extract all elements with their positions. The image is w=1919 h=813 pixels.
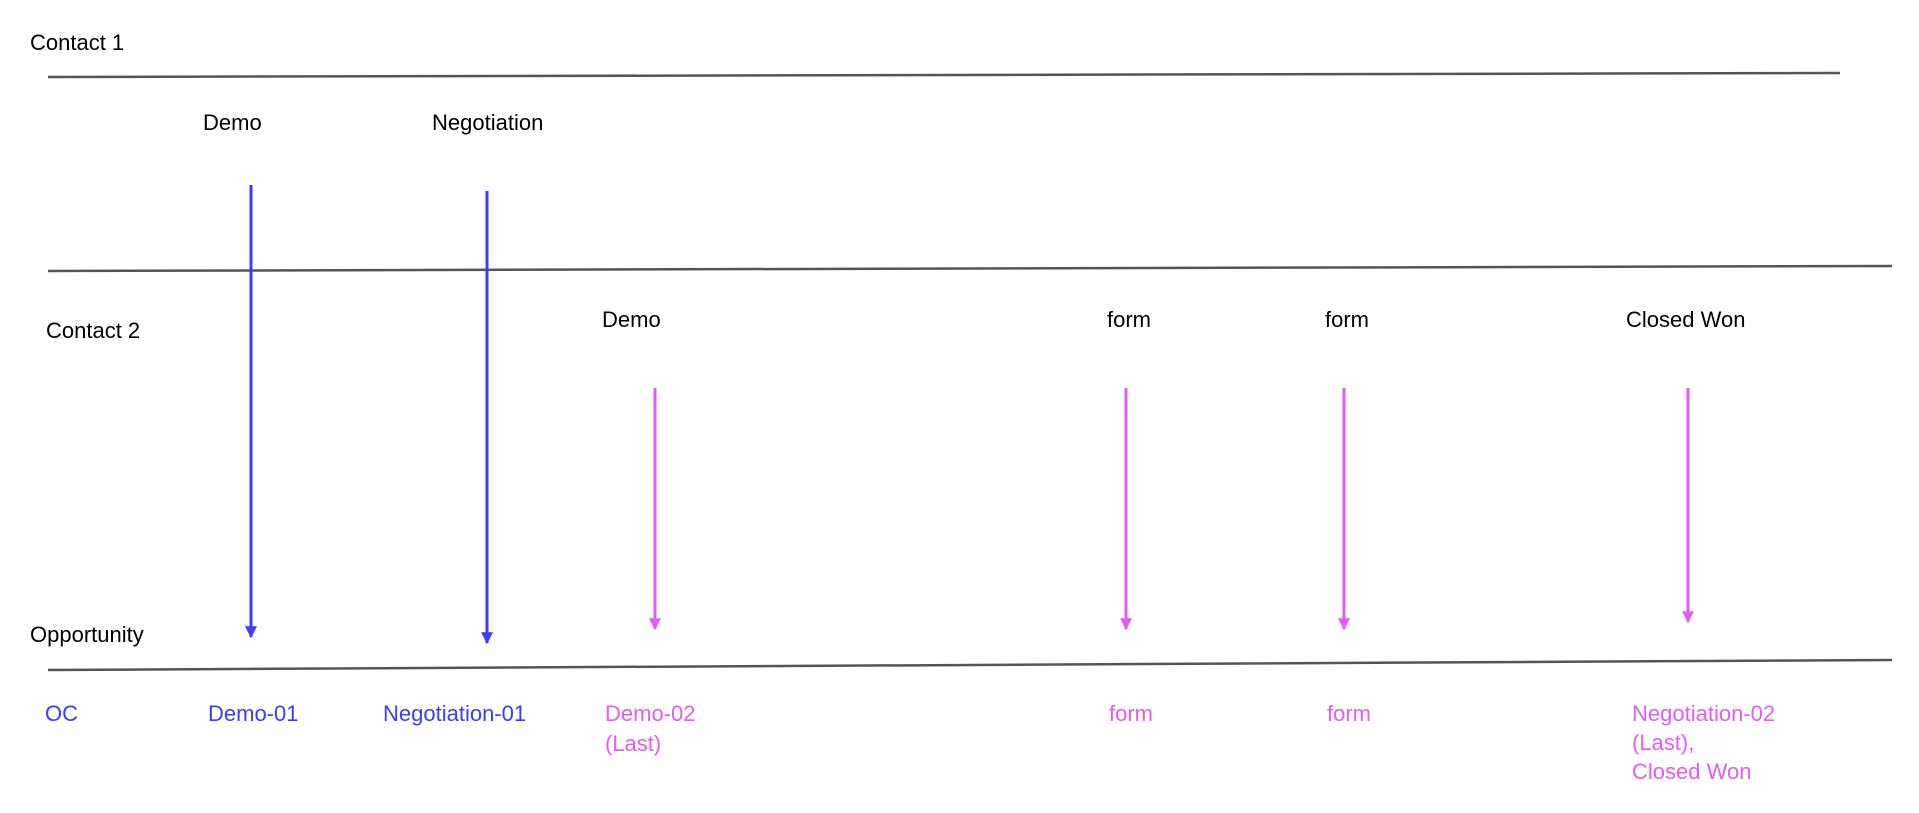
opportunity-closed-won-label: Closed Won (1632, 759, 1752, 784)
opportunity-demo-02-last-label: (Last) (605, 731, 662, 756)
contact1-separator-line (47, 71, 1841, 79)
opportunity-lane-label: Opportunity (30, 622, 144, 647)
contact1-demo-label: Demo (203, 110, 262, 135)
contact2-closed-won-label: Closed Won (1626, 307, 1746, 332)
opportunity-oc-label: OC (45, 701, 78, 726)
contact1-negotiation-label: Negotiation (432, 110, 544, 135)
contact2-lane-label: Contact 2 (46, 318, 141, 343)
contact2-form-label-1: form (1107, 307, 1151, 332)
opportunity-form-label-2: form (1327, 701, 1371, 726)
contact2-form-label-2: form (1325, 307, 1369, 332)
opportunity-negotiation-01-label: Negotiation-01 (383, 701, 527, 726)
opportunity-demo-01-label: Demo-01 (208, 701, 299, 726)
opportunity-form-label-1: form (1109, 701, 1153, 726)
opportunity-negotiation-02-last-label: (Last), (1632, 730, 1695, 755)
contact2-separator-line (47, 264, 1893, 273)
opportunity-separator-line (47, 658, 1893, 672)
opportunity-demo-02-label: Demo-02 (605, 701, 696, 726)
contact2-demo-label: Demo (602, 307, 661, 332)
contact1-lane-label: Contact 1 (30, 30, 125, 55)
opportunity-negotiation-02-label: Negotiation-02 (1632, 701, 1776, 726)
